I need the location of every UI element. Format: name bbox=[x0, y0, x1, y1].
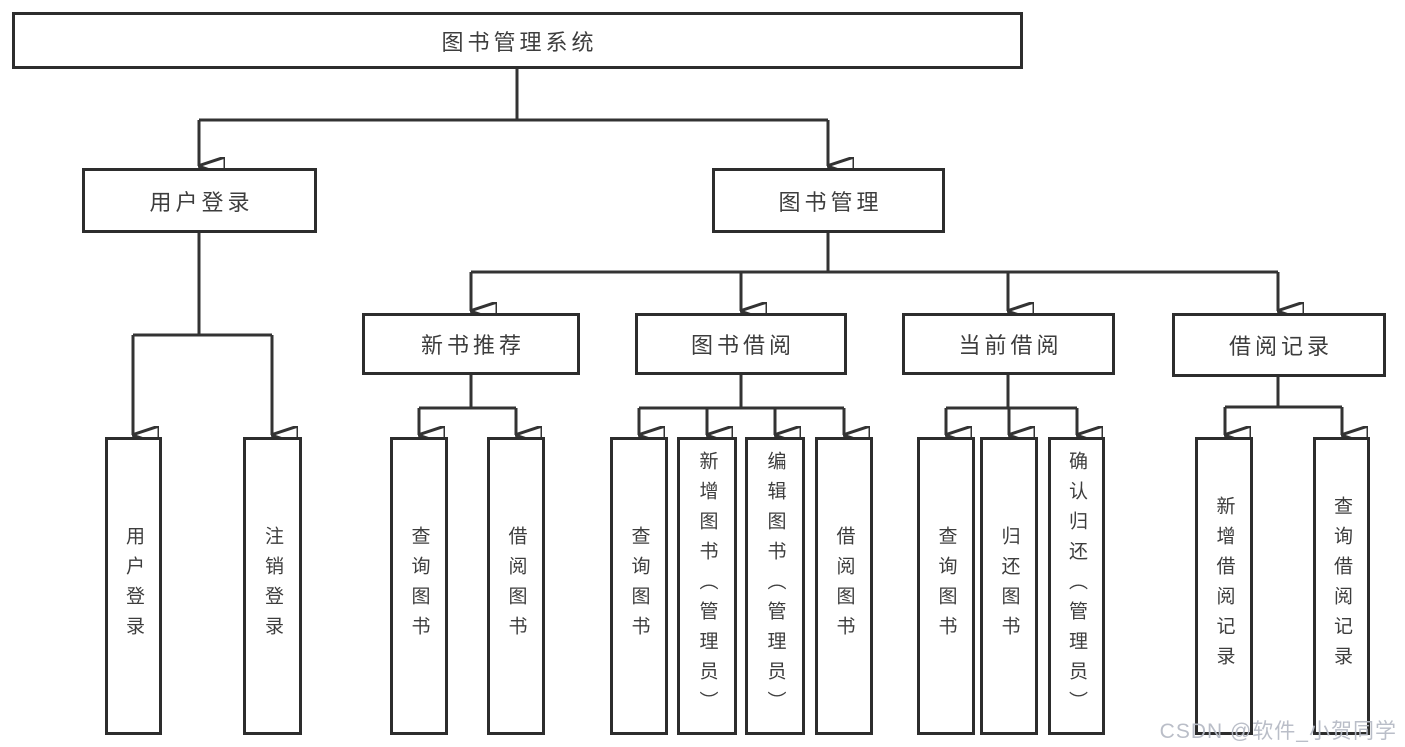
connector-root-to-level2 bbox=[197, 68, 828, 166]
leaf-user-login: 用户登录 bbox=[105, 437, 162, 735]
node-root-system: 图书管理系统 bbox=[12, 12, 1023, 69]
leaf-logout: 注销登录 bbox=[243, 437, 302, 735]
connector-user-login-to-leaves bbox=[131, 233, 272, 435]
leaf-add-borrow-record: 新增借阅记录 bbox=[1195, 437, 1253, 735]
leaf-return-book: 归还图书 bbox=[980, 437, 1038, 735]
csdn-watermark: CSDN @软件_小贺同学 bbox=[1159, 720, 1397, 743]
node-borrow-records: 借阅记录 bbox=[1172, 313, 1386, 377]
leaf-edit-book-admin: 编辑图书（管理员） bbox=[745, 437, 805, 735]
leaf-add-book-admin: 新增图书（管理员） bbox=[677, 437, 737, 735]
connector-borrow-records-to-leaves bbox=[1223, 377, 1342, 435]
node-book-borrow: 图书借阅 bbox=[635, 313, 847, 375]
leaf-borrow-book-recommend: 借阅图书 bbox=[487, 437, 545, 735]
leaf-borrow-book: 借阅图书 bbox=[815, 437, 873, 735]
connector-new-book-recommend-to-leaves bbox=[417, 375, 516, 435]
leaf-query-books-borrow: 查询图书 bbox=[610, 437, 668, 735]
leaf-query-books-recommend: 查询图书 bbox=[390, 437, 448, 735]
node-new-book-recommend: 新书推荐 bbox=[362, 313, 580, 375]
leaf-query-borrow-record: 查询借阅记录 bbox=[1313, 437, 1370, 735]
leaf-confirm-return-admin: 确认归还（管理员） bbox=[1048, 437, 1105, 735]
node-current-borrow: 当前借阅 bbox=[902, 313, 1115, 375]
connector-book-management-to-level3 bbox=[469, 232, 1278, 311]
connector-current-borrow-to-leaves bbox=[944, 375, 1077, 435]
connector-book-borrow-to-leaves bbox=[637, 375, 844, 435]
leaf-query-books-current: 查询图书 bbox=[917, 437, 975, 735]
node-user-login: 用户登录 bbox=[82, 168, 317, 233]
node-book-management: 图书管理 bbox=[712, 168, 945, 233]
